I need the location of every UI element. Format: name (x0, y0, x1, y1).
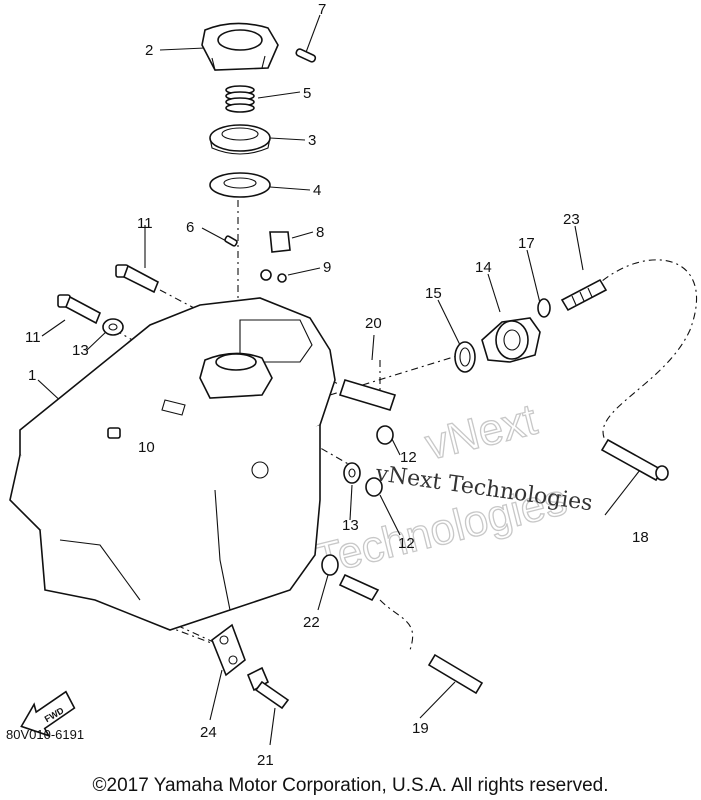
cap-seal (209, 124, 271, 155)
spring (225, 85, 255, 113)
callout-8: 8 (316, 224, 324, 241)
callout-14: 14 (475, 259, 492, 276)
callout-12-upper: 12 (400, 449, 417, 466)
small-screw (224, 235, 238, 247)
mount-bolt (246, 666, 290, 710)
copyright-notice: ©2017 Yamaha Motor Corporation, U.S.A. A… (92, 775, 609, 796)
pin (295, 48, 317, 63)
callout-11-lower: 11 (25, 329, 41, 346)
fuel-cock (481, 317, 541, 363)
callout-23: 23 (563, 211, 580, 228)
callout-12-lower: 12 (398, 535, 415, 552)
hose-short (338, 379, 397, 411)
callout-5: 5 (303, 85, 311, 102)
callout-13-right: 13 (342, 517, 359, 534)
callout-18: 18 (632, 529, 649, 546)
drain-hose (427, 653, 484, 695)
callout-7: 7 (318, 1, 326, 18)
callout-3: 3 (308, 132, 316, 149)
callout-22: 22 (303, 614, 320, 631)
part-code: 80V010-6191 (6, 727, 85, 742)
hose-long-right (600, 438, 669, 482)
drain-hose-upper (338, 573, 380, 602)
fuel-cock-clamp (537, 298, 551, 318)
hose-clamp-lower (365, 477, 383, 497)
callout-13-left: 13 (72, 342, 89, 359)
bracket (211, 623, 246, 677)
callout-24: 24 (200, 724, 217, 741)
leader-lines (37, 14, 641, 746)
bolt-lower (57, 294, 102, 325)
washer-lower (343, 462, 361, 484)
drain-clamp (321, 554, 339, 576)
callout-17: 17 (518, 235, 535, 252)
nut (260, 269, 287, 283)
callout-1: 1 (28, 367, 36, 384)
watermark-primary: vNext (421, 395, 542, 470)
callout-6: 6 (186, 219, 194, 236)
fuel-tank (9, 297, 336, 631)
washer (102, 318, 124, 336)
callout-19: 19 (412, 720, 429, 737)
callout-2: 2 (145, 42, 153, 59)
bolt-upper (115, 264, 160, 294)
callout-9: 9 (323, 259, 331, 276)
callout-4: 4 (313, 182, 321, 199)
hose-clamp-upper (376, 425, 394, 445)
callout-15: 15 (425, 285, 442, 302)
watermark: vNext Technologies vNext Technologies (310, 394, 594, 585)
callout-21: 21 (257, 752, 274, 769)
o-ring (454, 341, 476, 373)
callout-11-upper: 11 (137, 215, 153, 232)
callout-20: 20 (365, 315, 382, 332)
callout-numbers: 2 7 5 3 4 6 8 9 11 11 13 1 10 20 15 14 1… (25, 1, 649, 769)
fuel-cap (201, 22, 279, 71)
callout-10: 10 (138, 439, 155, 456)
clip (269, 231, 291, 253)
fuel-tank-exploded-diagram: vNext Technologies vNext Technologies (9, 1, 697, 769)
gasket (209, 172, 271, 198)
hose-fitting (560, 278, 608, 312)
